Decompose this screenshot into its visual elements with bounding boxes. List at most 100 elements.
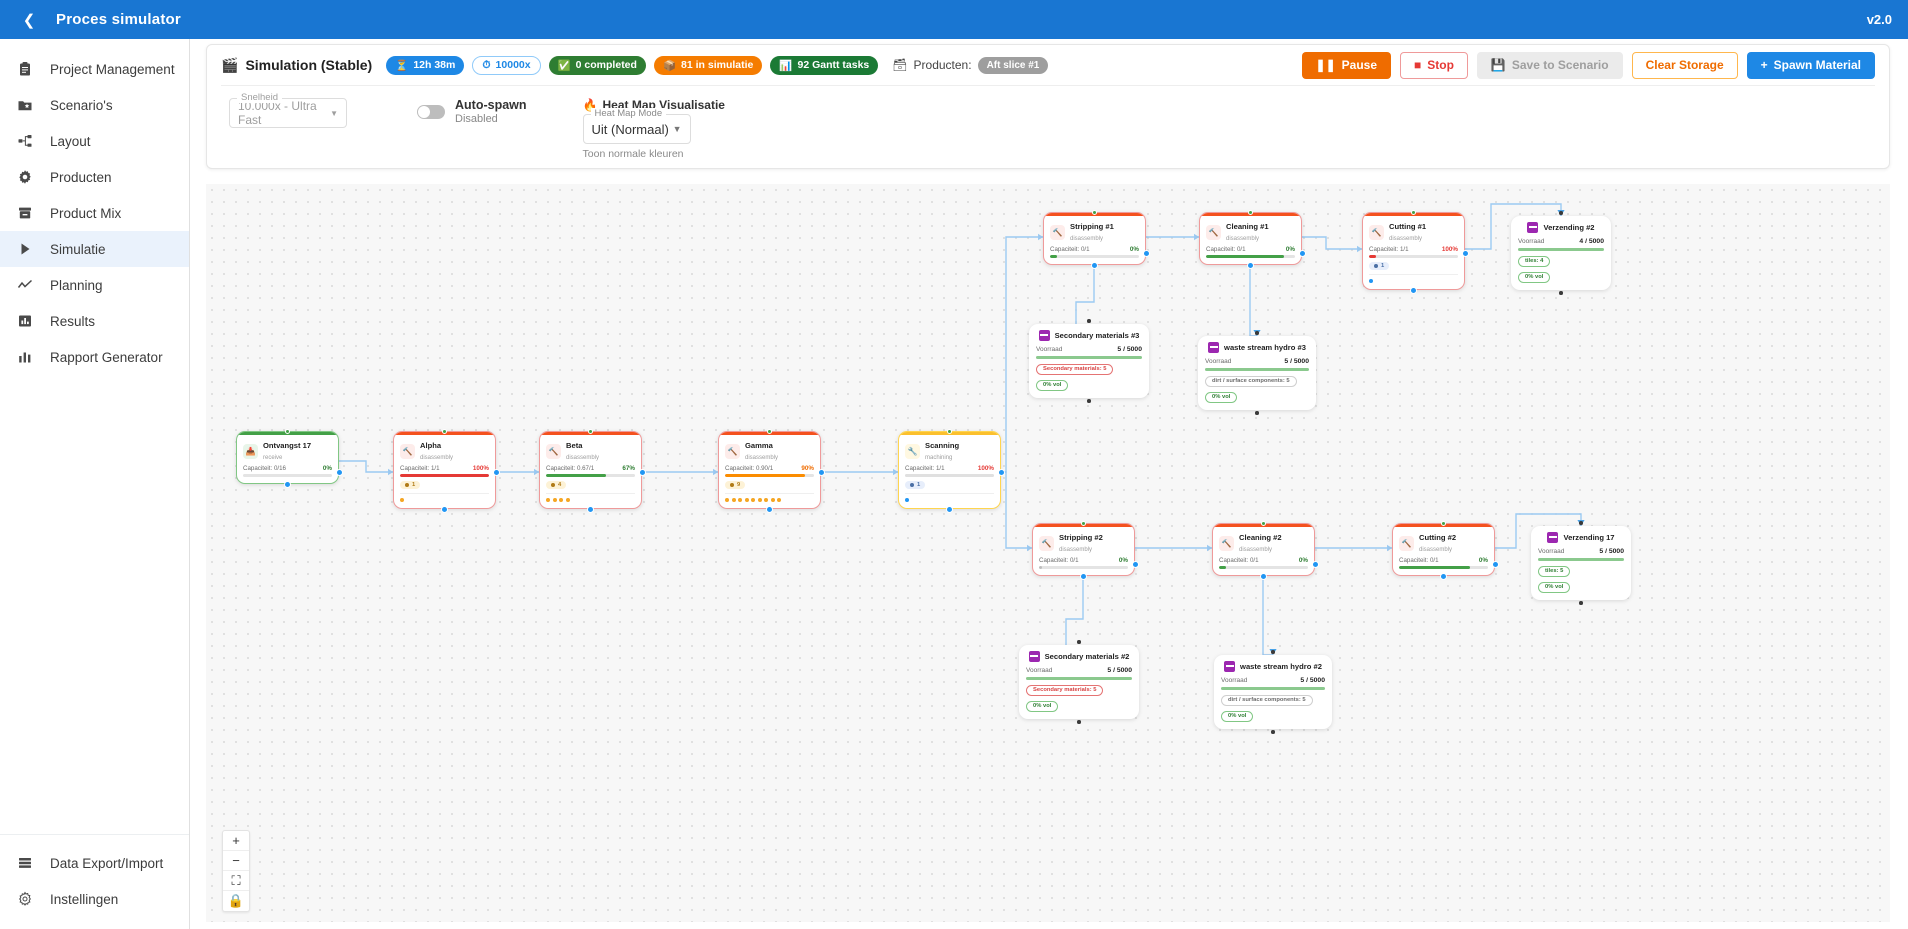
- fit-view-button[interactable]: ⛶: [223, 871, 249, 891]
- node-handle-bottom[interactable]: [1247, 262, 1254, 269]
- node-utilization: 0%: [1478, 557, 1488, 565]
- node-handle-right[interactable]: [1462, 250, 1469, 257]
- node-handle-bottom[interactable]: [284, 481, 291, 488]
- flow-node-secmat3[interactable]: Secondary materials #3 Voorraad 5 / 5000…: [1029, 324, 1149, 398]
- node-handle-top[interactable]: [1261, 521, 1266, 526]
- node-utilization: 67%: [622, 465, 635, 473]
- zoom-in-button[interactable]: +: [223, 831, 249, 851]
- node-handle-right[interactable]: [1312, 561, 1319, 568]
- node-dot: [559, 498, 563, 503]
- node-handle-bottom[interactable]: [587, 506, 594, 513]
- node-handle-top[interactable]: [767, 429, 772, 434]
- sidebar-item-project-management[interactable]: Project Management: [0, 51, 189, 87]
- sidebar-item-rapport-generator[interactable]: Rapport Generator: [0, 339, 189, 375]
- back-icon[interactable]: ❮: [22, 11, 36, 29]
- flow-node-cutting2[interactable]: 🔨 Cutting #2 disassembly Capaciteit: 0/1…: [1392, 523, 1495, 577]
- sidebar-item-results[interactable]: Results: [0, 303, 189, 339]
- node-header: Secondary materials #2: [1026, 651, 1132, 662]
- flow-node-beta[interactable]: 🔨 Beta disassembly Capaciteit: 0.67/1 67…: [539, 431, 642, 510]
- node-handle-bottom[interactable]: [1255, 411, 1259, 415]
- flow-node-scanning[interactable]: 🔧 Scanning machining Capaciteit: 1/1 100…: [898, 431, 1001, 510]
- node-handle-bottom[interactable]: [766, 506, 773, 513]
- node-handle-top[interactable]: [1579, 521, 1583, 525]
- flow-canvas[interactable]: 📥 Ontvangst 17 receive Capaciteit: 0/16 …: [206, 184, 1890, 922]
- node-handle-right[interactable]: [639, 469, 646, 476]
- node-handle-top[interactable]: [1411, 210, 1416, 215]
- node-handle-bottom[interactable]: [1579, 601, 1583, 605]
- node-handle-bottom[interactable]: [441, 506, 448, 513]
- node-handle-top[interactable]: [1248, 210, 1253, 215]
- pause-button[interactable]: ❚❚ Pause: [1301, 51, 1391, 79]
- node-handle-right[interactable]: [1492, 561, 1499, 568]
- node-handle-right[interactable]: [818, 469, 825, 476]
- sidebar-item-simulatie[interactable]: Simulatie: [0, 231, 189, 267]
- sidebar-item-instellingen[interactable]: Instellingen: [0, 881, 189, 917]
- flow-node-waste3[interactable]: waste stream hydro #3 Voorraad 5 / 5000 …: [1198, 336, 1316, 410]
- node-handle-top[interactable]: [285, 429, 290, 434]
- sidebar-item-producten[interactable]: Producten: [0, 159, 189, 195]
- node-handle-bottom[interactable]: [1091, 262, 1098, 269]
- node-handle-top[interactable]: [1271, 650, 1275, 654]
- speed-select[interactable]: Snelheid 10.000x - Ultra Fast ▼: [229, 92, 347, 128]
- node-handle-top[interactable]: [1441, 521, 1446, 526]
- flow-node-ontvangst17[interactable]: 📥 Ontvangst 17 receive Capaciteit: 0/16 …: [236, 431, 339, 485]
- node-handle-bottom[interactable]: [1080, 573, 1087, 580]
- node-handle-right[interactable]: [493, 469, 500, 476]
- node-handle-top[interactable]: [947, 429, 952, 434]
- node-handle-top[interactable]: [1081, 521, 1086, 526]
- node-handle-right[interactable]: [1143, 250, 1150, 257]
- node-handle-right[interactable]: [1299, 250, 1306, 257]
- zoom-out-button[interactable]: −: [223, 851, 249, 871]
- node-handle-top[interactable]: [1087, 319, 1091, 323]
- clear-storage-button[interactable]: Clear Storage: [1631, 51, 1738, 79]
- autospawn-toggle[interactable]: [417, 104, 445, 119]
- flow-node-alpha[interactable]: 🔨 Alpha disassembly Capaciteit: 1/1 100%…: [393, 431, 496, 510]
- bar-chart-icon: [14, 310, 36, 332]
- node-handle-bottom[interactable]: [1271, 730, 1275, 734]
- node-handle-bottom[interactable]: [946, 506, 953, 513]
- flow-node-gamma[interactable]: 🔨 Gamma disassembly Capaciteit: 0.90/1 9…: [718, 431, 821, 510]
- node-handle-right[interactable]: [998, 469, 1005, 476]
- node-title: Cleaning #2: [1239, 533, 1282, 542]
- flow-node-secmat2[interactable]: Secondary materials #2 Voorraad 5 / 5000…: [1019, 645, 1139, 719]
- flow-node-verzending2[interactable]: Verzending #2 Voorraad 4 / 5000 tiles: 4…: [1511, 216, 1611, 290]
- lock-button[interactable]: 🔒: [227, 893, 245, 908]
- flow-node-waste2[interactable]: waste stream hydro #2 Voorraad 5 / 5000 …: [1214, 655, 1332, 729]
- flow-node-stripping1[interactable]: 🔨 Stripping #1 disassembly Capaciteit: 0…: [1043, 212, 1146, 266]
- sidebar-item-data-export-import[interactable]: Data Export/Import: [0, 845, 189, 881]
- badge-text: 10000x: [495, 59, 531, 71]
- node-handle-top[interactable]: [588, 429, 593, 434]
- node-handle-bottom[interactable]: [1410, 287, 1417, 294]
- node-handle-top[interactable]: [1559, 211, 1563, 215]
- node-pill: dirt / surface components: 5: [1221, 694, 1313, 706]
- sidebar-item-product-mix[interactable]: Product Mix: [0, 195, 189, 231]
- stop-button[interactable]: ■ Stop: [1400, 51, 1468, 79]
- sidebar-item-scenarios[interactable]: Scenario's: [0, 87, 189, 123]
- flow-node-cleaning1[interactable]: 🔨 Cleaning #1 disassembly Capaciteit: 0/…: [1199, 212, 1302, 266]
- node-handle-bottom[interactable]: [1440, 573, 1447, 580]
- flow-node-stripping2[interactable]: 🔨 Stripping #2 disassembly Capaciteit: 0…: [1032, 523, 1135, 577]
- node-type-icon: 🔨: [725, 443, 740, 459]
- node-handle-top[interactable]: [1255, 331, 1259, 335]
- sidebar-item-planning[interactable]: Planning: [0, 267, 189, 303]
- node-badges: 1: [1363, 258, 1464, 271]
- flow-node-cleaning2[interactable]: 🔨 Cleaning #2 disassembly Capaciteit: 0/…: [1212, 523, 1315, 577]
- heatmap-mode-select[interactable]: Heat Map Mode Uit (Normaal) ▼: [582, 108, 691, 144]
- node-stock-label: Voorraad: [1026, 667, 1053, 674]
- sidebar-item-layout[interactable]: Layout: [0, 123, 189, 159]
- flow-node-verzending17[interactable]: Verzending 17 Voorraad 5 / 5000 tiles: 5…: [1531, 526, 1631, 600]
- node-handle-top[interactable]: [1092, 210, 1097, 215]
- node-handle-bottom[interactable]: [1559, 291, 1563, 295]
- flow-node-cutting1[interactable]: 🔨 Cutting #1 disassembly Capaciteit: 1/1…: [1362, 212, 1465, 291]
- node-handle-bottom[interactable]: [1260, 573, 1267, 580]
- autospawn-control[interactable]: Auto-spawn Disabled: [417, 98, 527, 125]
- zoom-controls[interactable]: + − ⛶ 🔒: [222, 830, 250, 912]
- node-handle-bottom[interactable]: [1077, 720, 1081, 724]
- node-handle-top[interactable]: [442, 429, 447, 434]
- node-handle-bottom[interactable]: [1087, 399, 1091, 403]
- node-handle-right[interactable]: [1132, 561, 1139, 568]
- node-handle-right[interactable]: [336, 469, 343, 476]
- node-handle-top[interactable]: [1077, 640, 1081, 644]
- spawn-material-button[interactable]: + Spawn Material: [1746, 51, 1875, 79]
- node-dot: [905, 498, 909, 503]
